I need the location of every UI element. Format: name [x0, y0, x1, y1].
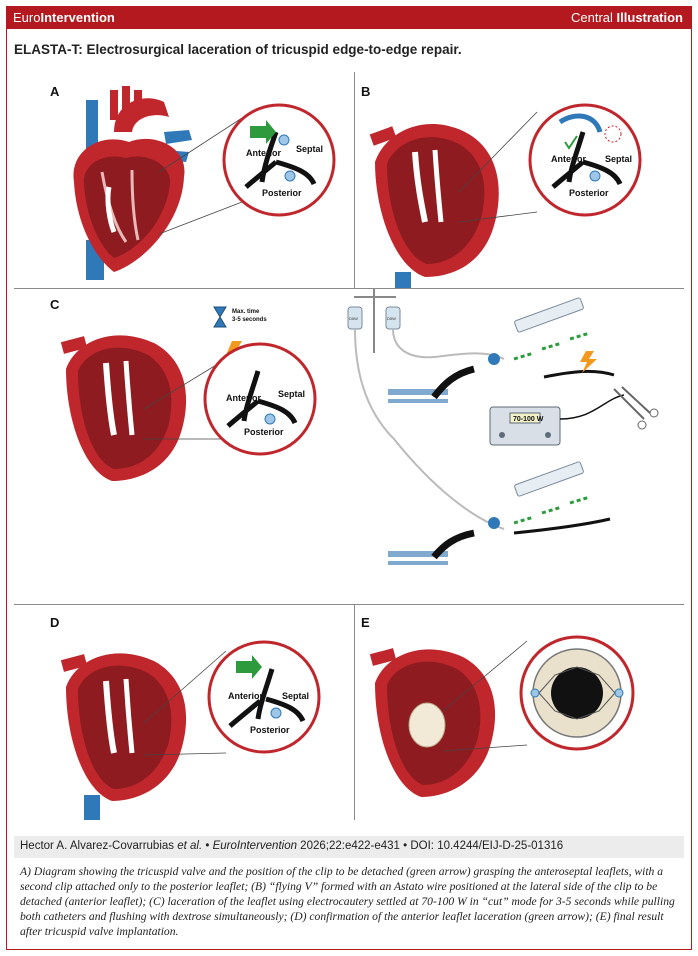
journal-brand: EuroIntervention [13, 10, 115, 25]
svg-text:Posterior: Posterior [250, 725, 290, 735]
svg-text:D5W: D5W [349, 316, 358, 321]
svg-text:Posterior: Posterior [262, 188, 302, 198]
divider-c-d [14, 604, 684, 605]
svg-text:Anterior: Anterior [226, 393, 262, 403]
svg-text:Anterior: Anterior [246, 148, 282, 158]
divider-b-c [14, 288, 684, 289]
lightning-bolt-icon-2 [580, 351, 597, 373]
panel-label-b: B [361, 84, 371, 99]
laceration-setup-illustration: Max. time 3-5 seconds Anterior Septal Po… [60, 289, 659, 565]
panel-label-e: E [361, 615, 370, 630]
green-arrow-icon-d [236, 655, 262, 679]
svg-text:Septal: Septal [282, 691, 309, 701]
figure-title: ELASTA-T: Electrosurgical laceration of … [14, 42, 462, 57]
svg-text:Anterior: Anterior [551, 154, 587, 164]
check-icon [564, 135, 578, 150]
heart-section-illustration: Anterior Septal Posterior [369, 103, 642, 288]
svg-text:D5W: D5W [387, 316, 396, 321]
svg-text:3-5 seconds: 3-5 seconds [232, 317, 267, 323]
citation-credit: Hector A. Alvarez-Covarrubias et al. • E… [14, 836, 684, 858]
heart-full-illustration: Anterior Septal Posterior [73, 86, 336, 280]
illustration-panels: A Anterior Sept [14, 72, 684, 820]
svg-text:Septal: Septal [278, 389, 305, 399]
panel-b: B Anterior Septal Posterior [355, 72, 684, 288]
laceration-confirmation-illustration: Anterior Septal Posterior [60, 640, 321, 820]
panel-label-a: A [50, 84, 60, 99]
section-label: Central Illustration [571, 10, 683, 25]
figure-frame [6, 6, 692, 950]
panel-c: C Max. time 3-5 seconds Anterior Septal … [14, 289, 684, 604]
svg-text:Anterior: Anterior [228, 691, 264, 701]
panel-e: E [355, 605, 684, 820]
svg-text:Septal: Septal [605, 154, 632, 164]
divider-de [354, 604, 355, 820]
green-arrow-icon [250, 120, 276, 144]
svg-text:Max. time: Max. time [232, 309, 260, 315]
panel-d: D Anterior Septal Posterior [14, 605, 354, 820]
panel-label-d: D [50, 615, 60, 630]
svg-text:70-100 W: 70-100 W [513, 416, 544, 423]
svg-text:Septal: Septal [296, 144, 323, 154]
svg-text:Posterior: Posterior [569, 188, 609, 198]
divider-ab [354, 72, 355, 288]
journal-header-bar: EuroIntervention Central Illustration [7, 7, 691, 29]
valve-implant-illustration [369, 635, 635, 797]
figure-caption: A) Diagram showing the tricuspid valve a… [20, 865, 675, 938]
panel-label-c: C [50, 297, 60, 312]
hourglass-icon [213, 306, 227, 328]
svg-text:Posterior: Posterior [244, 427, 284, 437]
panel-a: A Anterior Sept [14, 72, 354, 288]
